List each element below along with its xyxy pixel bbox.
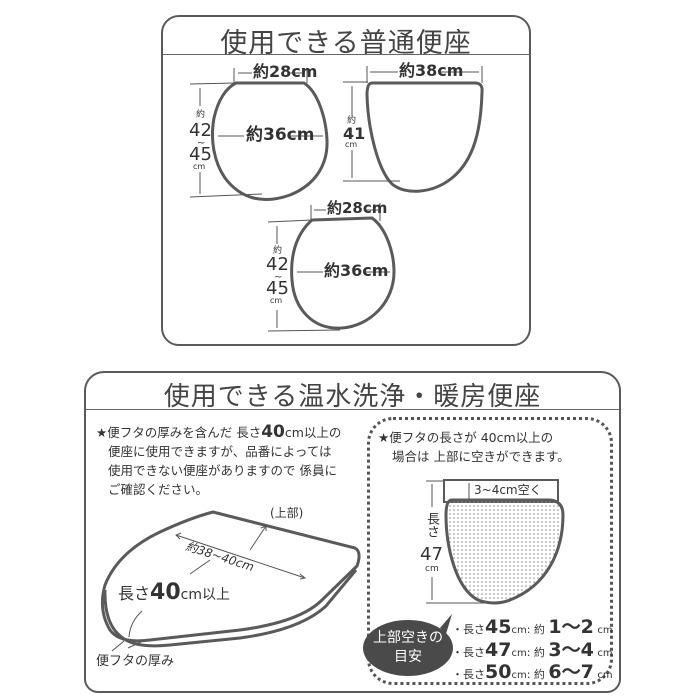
standard-seat-panel: 使用できる普通便座 [161, 15, 531, 346]
right-note: ★便フタの長さが 40cm以上の 場合は 上部に空きができます。 [378, 430, 570, 464]
guide-row: ・長さ45cm: 約 1〜2 cm [452, 616, 613, 638]
gap-length-prefix: 長さ [424, 512, 439, 538]
seat-a-outline [211, 81, 329, 201]
gap-guide-badge: 上部空きの 目安 [363, 620, 453, 676]
panel-title: 使用できる普通便座 [220, 28, 472, 59]
gap-length-value: 47 [420, 544, 443, 565]
seat-c-width-label: 約28cm [327, 199, 388, 217]
panel-title: 使用できる温水洗浄・暖房便座 [163, 382, 542, 412]
seat-b-width-label: 約38cm [399, 61, 464, 80]
seat-a-height-from: 42 [189, 120, 212, 141]
lid-thickness-label: 便フタの厚み [96, 654, 175, 669]
star-icon: ★ [96, 425, 108, 440]
seat-a-height-to: 45 [189, 144, 212, 165]
seat-a-width-label: 約28cm [253, 62, 318, 81]
seat-c-height-to: 45 [266, 278, 289, 299]
title-divider [86, 409, 619, 410]
lid-length-label: 長さ40cm以上 [118, 580, 230, 605]
seat-b-outline [365, 81, 484, 193]
seat-b-height-value: 41 [343, 124, 366, 143]
seat-c-inner-width-label: 約36cm [324, 261, 389, 280]
seat-c-outline [290, 216, 396, 330]
gap-info-box [367, 417, 613, 685]
guide-row: ・長さ50cm: 約 6〜7 cm [452, 661, 613, 683]
star-icon: ★ [378, 430, 390, 445]
seat-c-height-from: 42 [266, 254, 289, 275]
top-side-label: (上部) [270, 506, 304, 520]
gap-label: 3~4cm空く [474, 483, 542, 497]
title-divider [163, 54, 529, 55]
guide-row: ・長さ47cm: 約 3〜4 cm [452, 639, 613, 661]
left-note: ★便フタの厚みを含んだ 長さ40cm以上の 便座に使用できますが、品番によっては… [96, 422, 342, 498]
seat-a-inner-width-label: 約36cm [246, 125, 315, 145]
